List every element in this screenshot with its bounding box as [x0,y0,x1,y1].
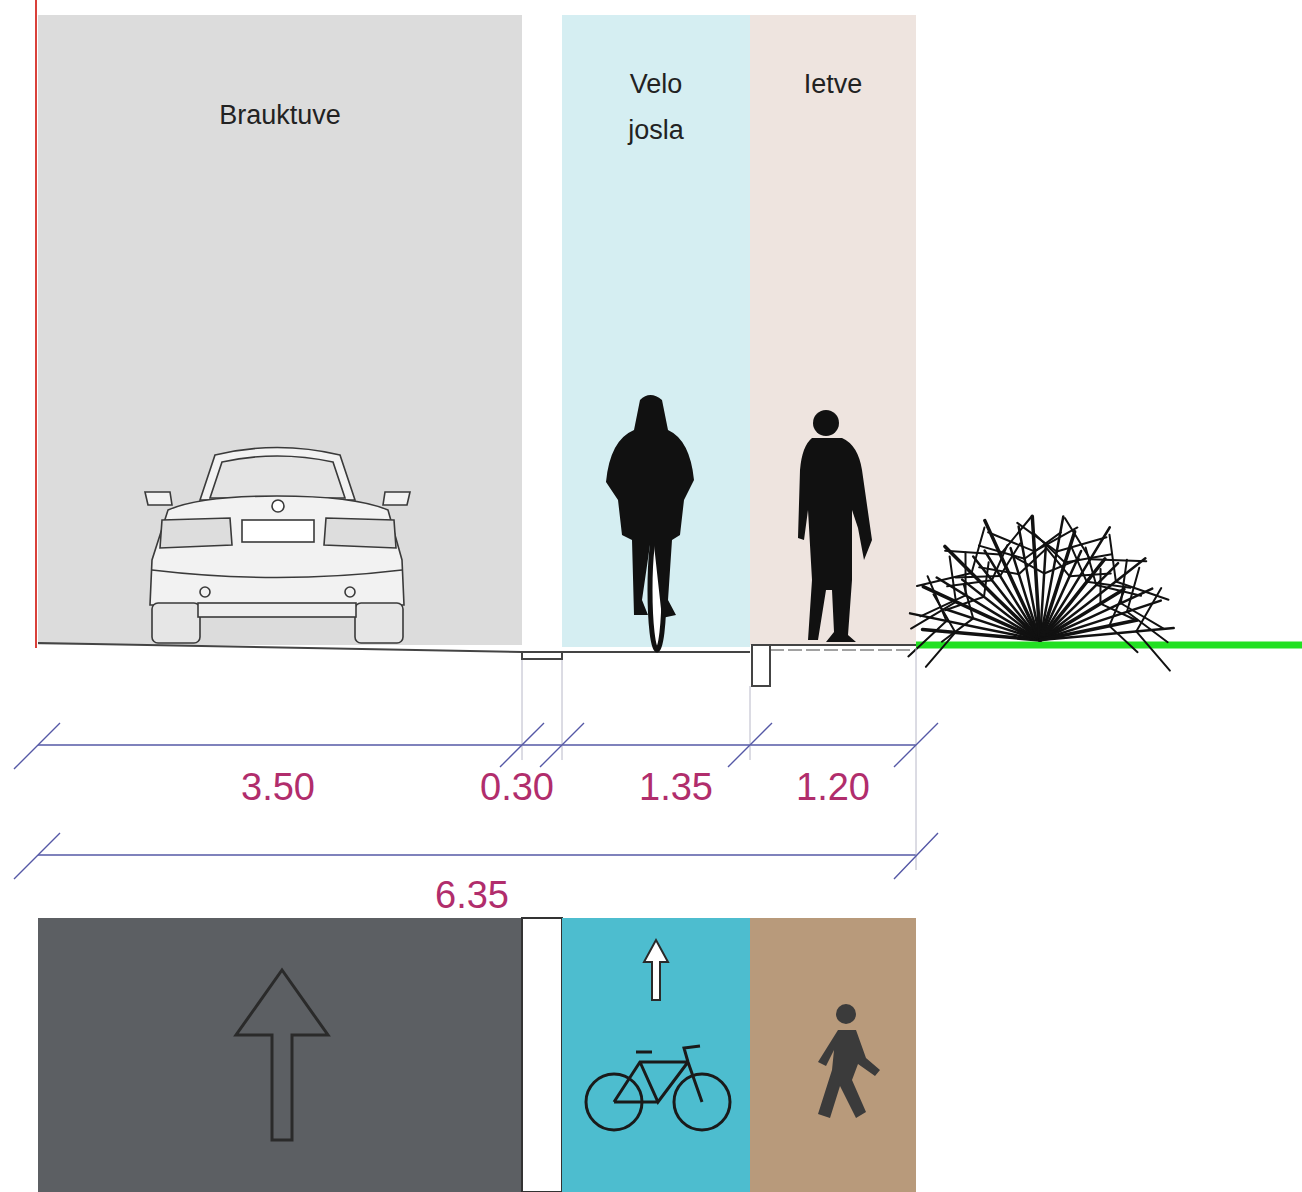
dimension-value: 6.35 [432,874,512,916]
shrub-twig [1109,593,1123,626]
car-body [150,496,404,605]
shrub-twig [1109,626,1137,652]
frame [614,1046,702,1102]
walker [818,1030,880,1118]
direction-arrow [644,940,668,1000]
green-verge [916,642,1302,649]
road-surface [38,643,522,652]
shrub-twig [1090,559,1146,561]
carriageway-plan [38,918,522,1192]
shrub-twig [942,618,973,641]
axis-line [35,0,37,648]
cycle-lane-band: Velo josla [562,15,750,647]
gutter-plan [522,918,562,1192]
curb-stone [752,645,770,686]
sidewalk-band: Ietve [750,15,916,645]
band-label: Velo josla [601,61,711,153]
gutter-stone [522,652,562,659]
pedestrian [798,410,872,642]
sidewalk-ground [750,15,916,645]
cycle-lane-ground [562,15,750,647]
shrub-twig [1086,548,1097,585]
shrub-twig [1109,535,1115,582]
shrub-twig [1136,588,1161,631]
shrub-twig [945,597,984,611]
dimension-line [38,854,916,855]
shrub-twig [1136,631,1170,670]
shrub-twig [979,546,1025,559]
shrub-twig [1099,569,1101,604]
shrub-twig [1072,548,1087,582]
mirror [383,492,410,505]
sidewalk-surface [770,644,916,646]
licence-plate [242,520,314,542]
exhaust [200,587,210,597]
dimension-tick [14,723,938,879]
shrub-twig [950,556,956,601]
tyre [152,603,200,643]
pedestrian-silhouette [798,438,872,642]
head [813,410,839,436]
shrub-twig [988,532,1034,551]
pedestrian-icon [818,1004,880,1118]
rear-window [210,456,345,498]
shrub-twig [911,602,956,629]
shrub-twig [972,527,985,573]
shrub-twig [1033,533,1064,563]
paving [770,650,916,651]
shrub-twig [979,567,1019,574]
cyclist-silhouette [606,395,694,618]
tail-light [324,518,396,548]
dimension-lines [14,648,938,879]
extension-line [522,648,916,870]
head [836,1004,856,1024]
dimension-value: 3.50 [238,766,318,808]
dimension-value: 1.20 [793,766,873,808]
shrub-twig [1127,612,1168,642]
shrub-twig [947,580,992,586]
surface-profile [38,643,916,686]
exhaust [345,587,355,597]
sidewalk-plan [750,918,916,1192]
carriageway-ground [38,15,522,645]
mirror [145,492,172,505]
carriageway-band: Brauktuve [38,15,522,645]
cyclist [606,395,694,650]
dimension-value: 0.30 [477,766,557,808]
tyre [355,603,403,643]
band-grounds [36,0,916,648]
shrub-twig [945,551,1000,555]
shrub [908,516,1173,670]
diffuser [198,603,356,617]
car [145,448,410,644]
dimension-line [38,744,916,745]
dimension-value: 1.35 [636,766,716,808]
badge [272,500,284,512]
plan-strip [38,918,916,1192]
band-label: Brauktuve [60,92,500,138]
car-roof [200,448,355,501]
bumper-line [152,570,402,578]
shrub-branch [1040,558,1145,640]
shrub-twig [1046,548,1069,576]
cycle-lane-plan [562,918,750,1192]
shrub-twig [956,576,1000,578]
band-label: Ietve [758,61,908,107]
shrub-twig [926,632,956,666]
shrub-twig [1127,568,1139,612]
bicycle-icon [586,1046,730,1130]
shrub-branch [1040,628,1174,640]
shrub-twig [1012,555,1044,573]
direction-arrow [236,970,328,1140]
tail-light [160,518,232,548]
